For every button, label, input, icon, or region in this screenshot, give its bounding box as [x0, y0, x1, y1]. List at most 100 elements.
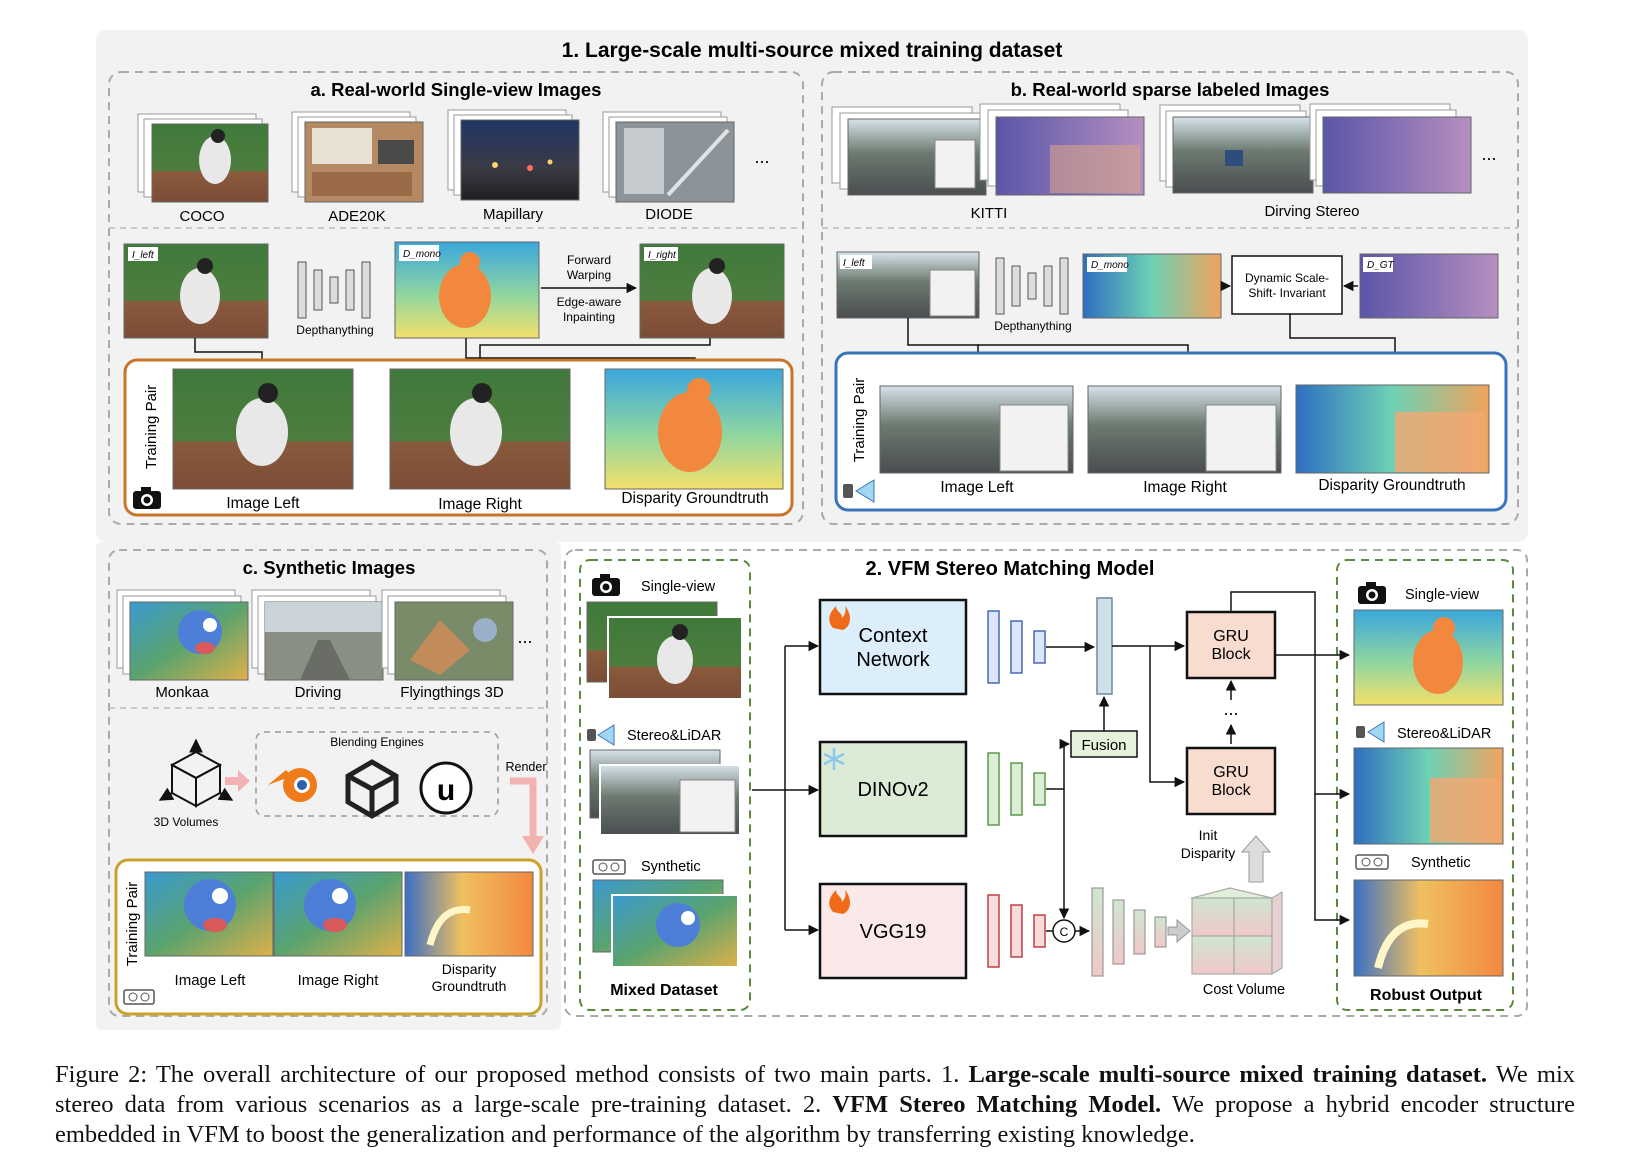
svg-text:u: u	[437, 774, 455, 807]
m-camera-icon	[592, 574, 620, 596]
gru-block-bottom	[1185, 746, 1277, 816]
caption-prefix: Figure 2: The overall architecture of ou…	[55, 1061, 960, 1088]
b-image-left	[879, 385, 1074, 474]
a-ileft-label: I_left	[132, 250, 155, 261]
dataset-label-mapillary: Mapillary	[483, 206, 544, 223]
blending-engines-label: Blending Engines	[330, 735, 423, 749]
out-synthetic-label: Synthetic	[1411, 855, 1471, 871]
a-forward-warping-1: Forward	[567, 253, 611, 267]
out-stereo-lidar-label: Stereo&LiDAR	[1397, 726, 1491, 742]
mixed-dataset-frame	[579, 559, 751, 1011]
c-image-left	[144, 871, 274, 957]
b-dgt-image	[1359, 253, 1499, 319]
dataset-label-flyingthings: Flyingthings 3D	[400, 684, 504, 701]
caption-bold-1: Large-scale multi-source mixed training …	[968, 1061, 1488, 1088]
part1-title: 1. Large-scale multi-source mixed traini…	[562, 39, 1063, 62]
out-single-view-image	[1353, 609, 1504, 706]
dataset-thumb-flyingthings	[381, 589, 514, 681]
out-stereo-image	[1353, 747, 1504, 845]
a-depthanything-label: Depthanything	[296, 323, 373, 337]
cost-features	[1091, 887, 1167, 977]
a-image-right	[389, 368, 571, 490]
unity-icon	[345, 759, 399, 819]
a-iright-image	[639, 243, 785, 339]
figure-caption: Figure 2: The overall architecture of ou…	[55, 1060, 1575, 1150]
mixed-dataset-label: Mixed Dataset	[610, 982, 718, 999]
a-iright-label: I_right	[648, 250, 677, 261]
a-edge-inpainting-2: Inpainting	[563, 310, 615, 324]
a-ileft-image	[123, 243, 269, 339]
fused-context-feature	[1096, 597, 1113, 695]
m-gpu-icon	[592, 859, 626, 875]
dataset-label-driving-stereo: Dirving Stereo	[1264, 203, 1359, 220]
section-b-title: b. Real-world sparse labeled Images	[1011, 79, 1330, 100]
gru-block-top	[1185, 610, 1277, 680]
dataset-label-coco: COCO	[180, 208, 225, 225]
architecture-figure: 1. Large-scale multi-source mixed traini…	[96, 30, 1528, 1030]
fire-icon-context	[829, 606, 851, 630]
model-title: 2. VFM Stereo Matching Model	[866, 558, 1155, 580]
dataset-label-kitti: KITTI	[971, 205, 1008, 222]
a-training-pair-label: Training Pair	[143, 385, 160, 469]
dinov2-label: DINOv2	[857, 779, 928, 801]
model-frame	[564, 549, 1528, 1017]
dataset-thumb-diode	[602, 111, 735, 203]
section-c-ellipsis: ...	[517, 627, 532, 647]
gru-bottom-label-1: GRU	[1213, 764, 1249, 781]
b-disparity-gt-label: Disparity Groundtruth	[1318, 477, 1465, 494]
cost-volume-label: Cost Volume	[1203, 982, 1285, 998]
robust-output-frame	[1336, 559, 1514, 1011]
dataset-thumb-monkaa	[116, 589, 249, 681]
to-cost-volume-arrow	[1167, 918, 1191, 944]
m-synthetic-images	[592, 879, 739, 968]
b-depthanything-label: Depthanything	[994, 319, 1071, 333]
gru-top-label-1: GRU	[1213, 628, 1249, 645]
b-disparity-gt	[1295, 384, 1490, 474]
b-depthanything-encoder	[995, 257, 1069, 315]
context-network-label-1: Context	[859, 625, 928, 647]
section-a-ellipsis: ...	[754, 147, 769, 167]
unreal-icon: u	[419, 761, 473, 815]
b-dynamic-label-1: Dynamic Scale-	[1245, 271, 1329, 285]
b-dmono-label: D_mono	[1091, 260, 1129, 271]
b-image-right-label: Image Right	[1143, 479, 1227, 496]
b-dynamic-label-2: Shift- Invariant	[1248, 286, 1326, 300]
section-c-title: c. Synthetic Images	[243, 557, 416, 578]
section-a-title: a. Real-world Single-view Images	[311, 79, 602, 100]
concat-label: C	[1060, 925, 1069, 939]
a-image-left	[172, 368, 354, 490]
c-image-left-label: Image Left	[175, 972, 247, 989]
a-image-left-label: Image Left	[226, 495, 300, 512]
c-disparity-gt-label-1: Disparity	[442, 961, 496, 977]
a-camera-icon	[133, 487, 161, 509]
dataset-label-ade20k: ADE20K	[328, 208, 386, 225]
fusion-label: Fusion	[1081, 737, 1126, 754]
snowflake-icon	[823, 748, 845, 770]
robust-output-label: Robust Output	[1370, 987, 1483, 1004]
a-edge-inpainting-1: Edge-aware	[557, 295, 622, 309]
blender-icon	[268, 768, 317, 802]
section-b-ellipsis: ...	[1481, 144, 1496, 164]
dino-to-fusion-arrow	[1046, 738, 1071, 790]
dataset-thumb-driving-stereo	[1159, 103, 1472, 194]
context-network-label-2: Network	[856, 649, 930, 671]
a-disparity-gt	[604, 368, 784, 490]
init-disparity-label-2: Disparity	[1181, 845, 1235, 861]
m-single-view-images	[586, 601, 743, 700]
caption-middle: We mix stereo data from various scenario…	[55, 1061, 1575, 1118]
dinov2-box	[818, 740, 968, 838]
a-depthanything-encoder	[297, 261, 371, 319]
render-arrow	[510, 777, 537, 840]
init-disparity-arrow	[1240, 835, 1272, 883]
out-gpu-icon	[1355, 854, 1389, 870]
gru-dots: ...	[1223, 699, 1238, 719]
b-stereo-lidar-icon	[843, 479, 875, 503]
a-dmono-image	[394, 241, 540, 339]
dinov2-features	[987, 752, 1046, 826]
pink-arrow-icon	[225, 770, 250, 792]
c-disparity-gt-label-2: Groundtruth	[432, 978, 507, 994]
c-gpu-icon	[123, 989, 155, 1005]
dataset-thumb-coco	[137, 113, 269, 203]
fire-icon-vgg	[829, 890, 851, 914]
dataset-thumb-ade20k	[291, 111, 424, 203]
